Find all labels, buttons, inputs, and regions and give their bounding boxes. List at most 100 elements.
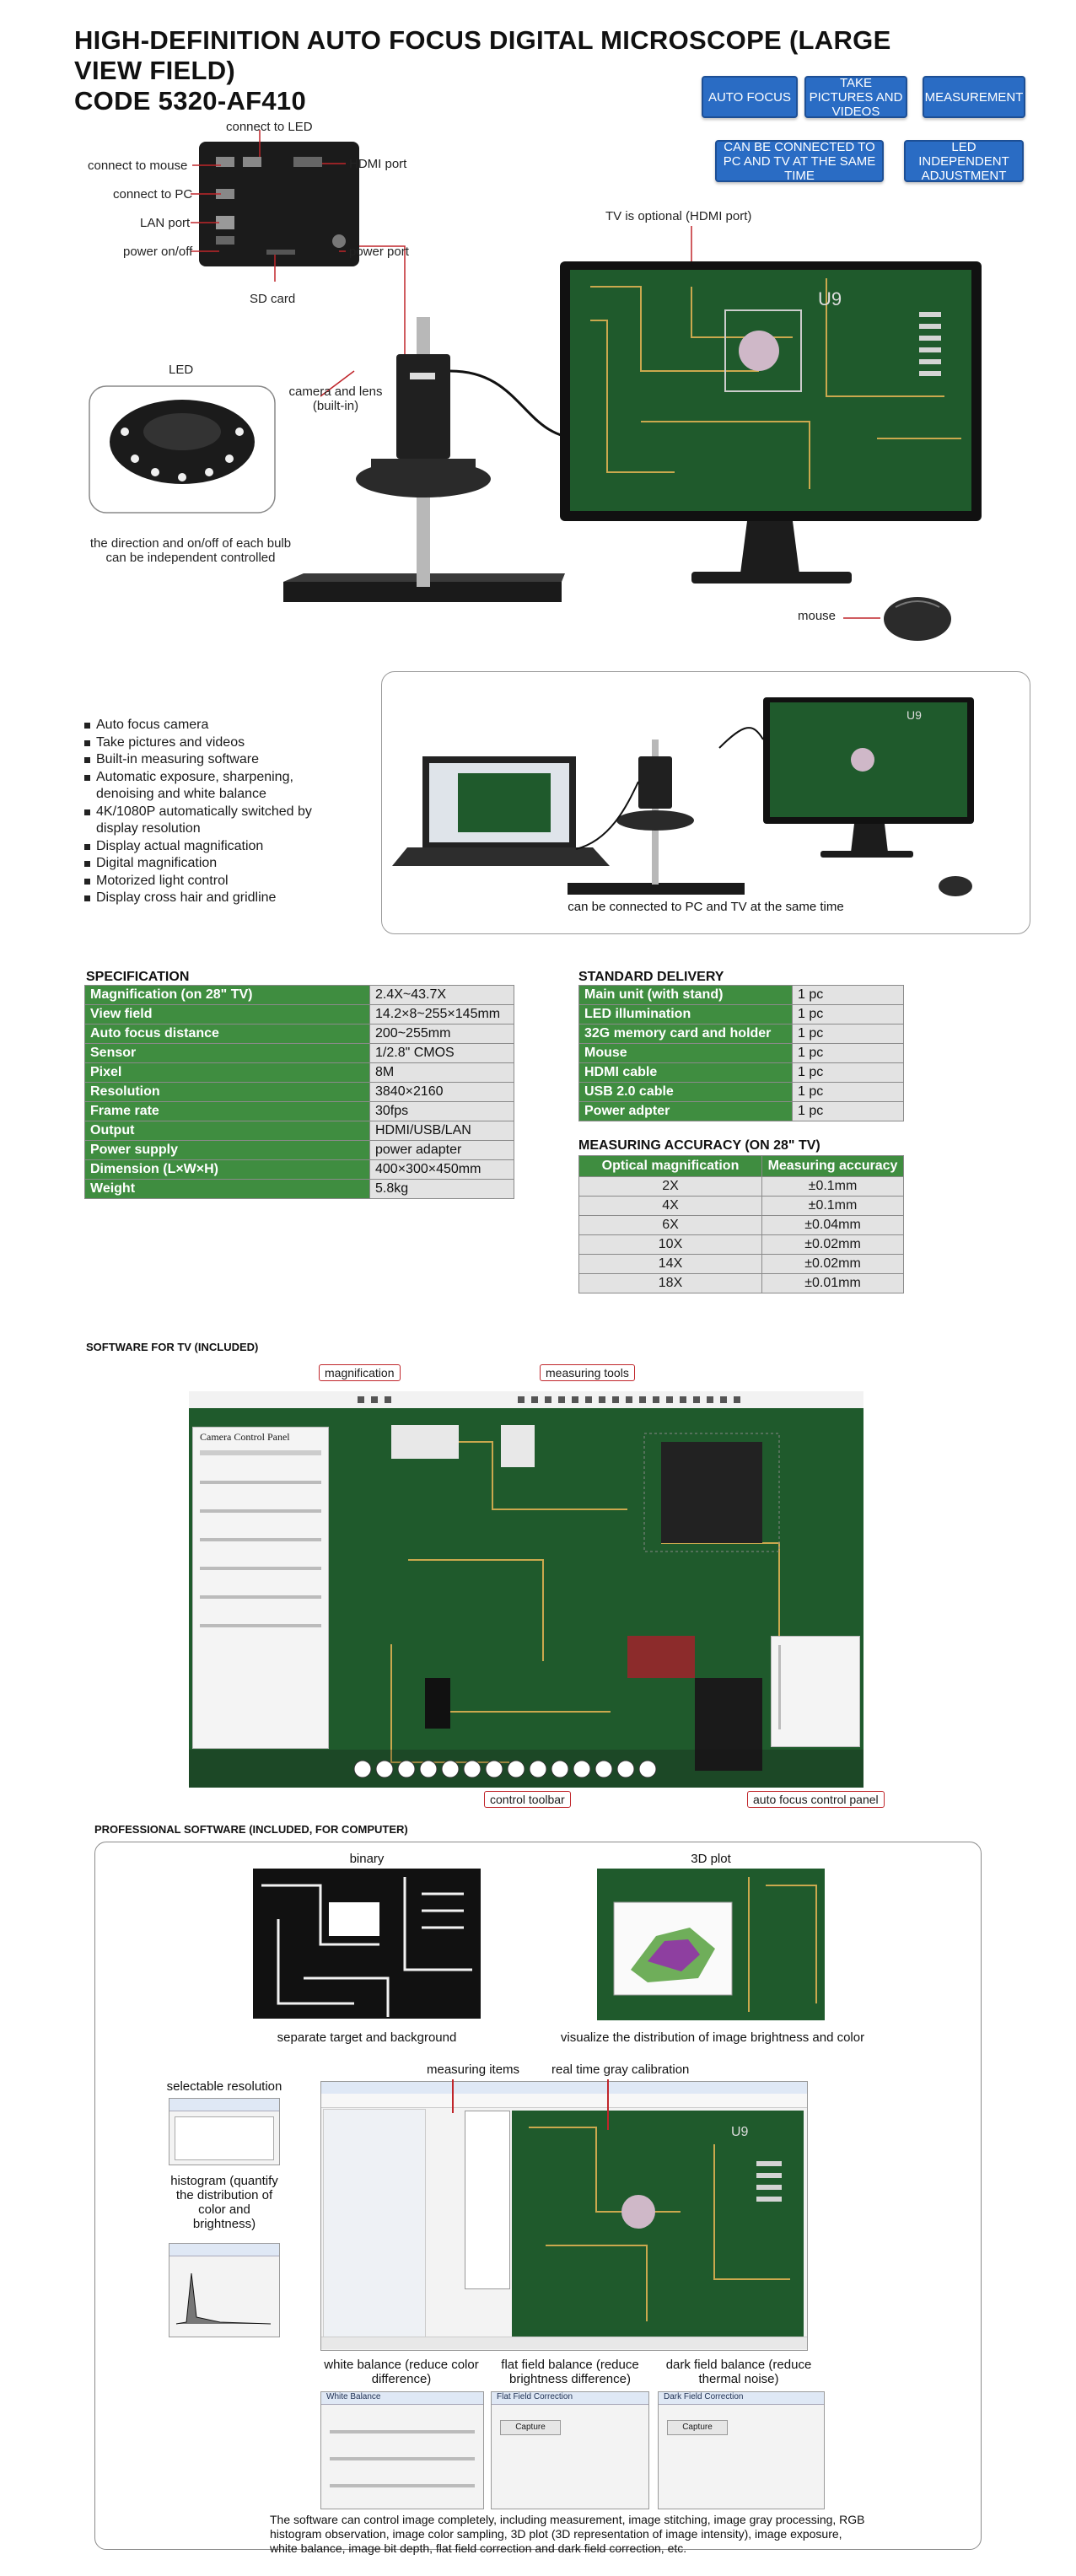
pc-software-sidebar <box>323 2109 426 2338</box>
callout-connect-mouse: connect to mouse <box>88 159 188 173</box>
table-row: 14X±0.02mm <box>578 1254 904 1274</box>
accuracy-mag: 18X <box>578 1273 762 1293</box>
tv-pcb-image <box>189 1391 863 1788</box>
accuracy-mag: 6X <box>578 1215 762 1235</box>
accuracy-title: MEASURING ACCURACY (ON 28" TV) <box>578 1138 820 1153</box>
tag-magnification: magnification <box>319 1364 401 1381</box>
callout-mouse: mouse <box>798 609 837 623</box>
flat-field-window: Flat Field Correction Capture <box>491 2391 649 2509</box>
callout-hdmi-port: HDMI port <box>349 157 407 171</box>
badge-auto-focus: AUTO FOCUS <box>702 76 798 118</box>
flat-field-capture-button[interactable]: Capture <box>500 2420 561 2435</box>
mouse-graphic <box>884 597 951 641</box>
delivery-item: USB 2.0 cable <box>578 1082 793 1102</box>
dark-field-capture-button[interactable]: Capture <box>667 2420 728 2435</box>
table-row: 2X±0.1mm <box>578 1176 904 1197</box>
svg-text:U9: U9 <box>731 2125 749 2139</box>
software-summary: The software can control image completel… <box>270 2513 865 2555</box>
white-balance-label: white balance (reduce color difference) <box>324 2358 479 2386</box>
pc-software-pcb: U9 <box>512 2111 804 2337</box>
delivery-item: Power adpter <box>578 1101 793 1121</box>
monitor-chip-label: U9 <box>818 288 842 309</box>
delivery-qty: 1 pc <box>792 1004 904 1024</box>
spec-table: Magnification (on 28" TV)2.4X~43.7X View… <box>84 985 514 1199</box>
table-header-row: Optical magnification Measuring accuracy <box>578 1155 904 1177</box>
feature-list: Auto focus camera Take pictures and vide… <box>84 717 315 907</box>
binary-caption: separate target and background <box>277 2030 457 2045</box>
dark-field-window-title: Dark Field Correction <box>659 2392 824 2405</box>
feature-item: Display actual magnification <box>84 838 315 856</box>
spec-value: 5.8kg <box>369 1179 514 1199</box>
feature-item: Auto focus camera <box>84 717 315 734</box>
measuring-items-menu <box>465 2111 510 2289</box>
measuring-items-label: measuring items <box>427 2062 520 2077</box>
delivery-qty: 1 pc <box>792 1024 904 1044</box>
accuracy-mag: 14X <box>578 1254 762 1274</box>
spec-value: 30fps <box>369 1101 514 1121</box>
binary-image <box>253 1869 481 2019</box>
spec-key: Sensor <box>84 1043 370 1063</box>
flat-field-label: flat field balance (reduce brightness di… <box>501 2358 639 2386</box>
histogram-graphic <box>175 2272 272 2325</box>
feature-item: Built-in measuring software <box>84 751 315 769</box>
software-tv-title: SOFTWARE FOR TV (INCLUDED) <box>86 1341 259 1353</box>
delivery-qty: 1 pc <box>792 1043 904 1063</box>
software-pc-box <box>94 1842 982 2550</box>
gray-calibration-label: real time gray calibration <box>551 2062 690 2077</box>
plot3d-image <box>597 1869 825 2020</box>
plot3d-caption: visualize the distribution of image brig… <box>560 2030 865 2045</box>
delivery-item: LED illumination <box>578 1004 793 1024</box>
dark-field-window: Dark Field Correction Capture <box>658 2391 825 2509</box>
table-row: Main unit (with stand)1 pc <box>578 985 904 1005</box>
spec-title: SPECIFICATION <box>86 970 190 984</box>
delivery-item: HDMI cable <box>578 1062 793 1083</box>
hero-illustration: U9 <box>89 130 982 641</box>
spec-key: Dimension (L×W×H) <box>84 1159 370 1180</box>
accuracy-value: ±0.04mm <box>761 1215 904 1235</box>
spec-key: Auto focus distance <box>84 1024 370 1044</box>
callout-power-port: power port <box>349 245 409 259</box>
delivery-table: Main unit (with stand)1 pc LED illuminat… <box>578 985 904 1121</box>
feature-item: Digital magnification <box>84 855 315 873</box>
table-row: 18X±0.01mm <box>578 1273 904 1293</box>
spec-value: 14.2×8~255×145mm <box>369 1004 514 1024</box>
spec-value: power adapter <box>369 1140 514 1160</box>
spec-value: 400×300×450mm <box>369 1159 514 1180</box>
accuracy-header: Measuring accuracy <box>761 1155 904 1177</box>
callout-lan-port: LAN port <box>140 216 191 230</box>
accuracy-mag: 10X <box>578 1234 762 1255</box>
feature-item: Automatic exposure, sharpening, denoisin… <box>84 769 315 804</box>
callout-connect-led: connect to LED <box>226 120 313 134</box>
badge-led: LED INDEPENDENT ADJUSTMENT <box>904 140 1024 183</box>
auto-focus-panel <box>771 1636 860 1747</box>
table-row: Dimension (L×W×H)400×300×450mm <box>84 1159 514 1180</box>
spec-value: 200~255mm <box>369 1024 514 1044</box>
tag-measuring-tools: measuring tools <box>540 1364 635 1381</box>
pc-tv-illustration: U9 <box>392 697 974 896</box>
tag-control-toolbar: control toolbar <box>484 1791 571 1808</box>
histogram-label: histogram (quantify the distribution of … <box>170 2174 278 2231</box>
callout-power-onoff: power on/off <box>123 245 193 259</box>
resolution-window <box>169 2098 280 2165</box>
delivery-qty: 1 pc <box>792 1101 904 1121</box>
callout-bulb-note: the direction and on/off of each bulb ca… <box>89 536 292 565</box>
page-title: HIGH-DEFINITION AUTO FOCUS DIGITAL MICRO… <box>74 25 917 116</box>
delivery-qty: 1 pc <box>792 1062 904 1083</box>
spec-value: 2.4X~43.7X <box>369 985 514 1005</box>
histogram-window <box>169 2243 280 2337</box>
callout-sd-card: SD card <box>250 292 296 306</box>
spec-key: Power supply <box>84 1140 370 1160</box>
delivery-qty: 1 pc <box>792 985 904 1005</box>
accuracy-value: ±0.01mm <box>761 1273 904 1293</box>
software-pc-title: PROFESSIONAL SOFTWARE (INCLUDED, FOR COM… <box>94 1823 408 1836</box>
table-row: Magnification (on 28" TV)2.4X~43.7X <box>84 985 514 1005</box>
